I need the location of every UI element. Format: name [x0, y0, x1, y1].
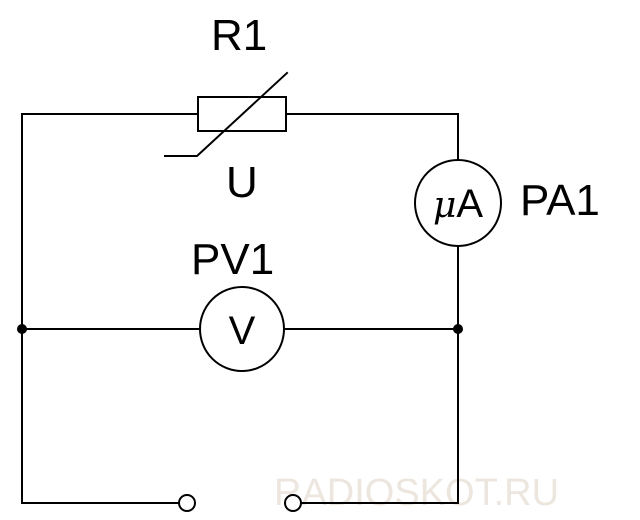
ammeter-symbol: μA — [433, 182, 483, 226]
resistor-designator: R1 — [211, 11, 267, 60]
ammeter-pa1: μA — [414, 159, 502, 247]
terminal-left — [178, 494, 196, 512]
terminal-right — [284, 494, 302, 512]
junction-dot-left — [17, 324, 27, 334]
voltage-dependence-slash — [164, 71, 289, 157]
voltmeter-symbol: V — [229, 309, 256, 353]
junction-dot-right — [453, 324, 463, 334]
ammeter-circle — [414, 159, 502, 247]
ammeter-designator: PA1 — [520, 176, 600, 225]
resistor-body — [197, 96, 287, 132]
resistor-r1 — [164, 71, 289, 157]
voltmeter-designator: PV1 — [191, 235, 274, 284]
watermark-text: RADIOSKOT.RU — [274, 472, 559, 514]
voltmeter-circle — [199, 286, 285, 372]
wires — [21, 113, 459, 504]
voltmeter-pv1: V — [199, 286, 285, 372]
resistor-parameter-label: U — [226, 158, 258, 207]
